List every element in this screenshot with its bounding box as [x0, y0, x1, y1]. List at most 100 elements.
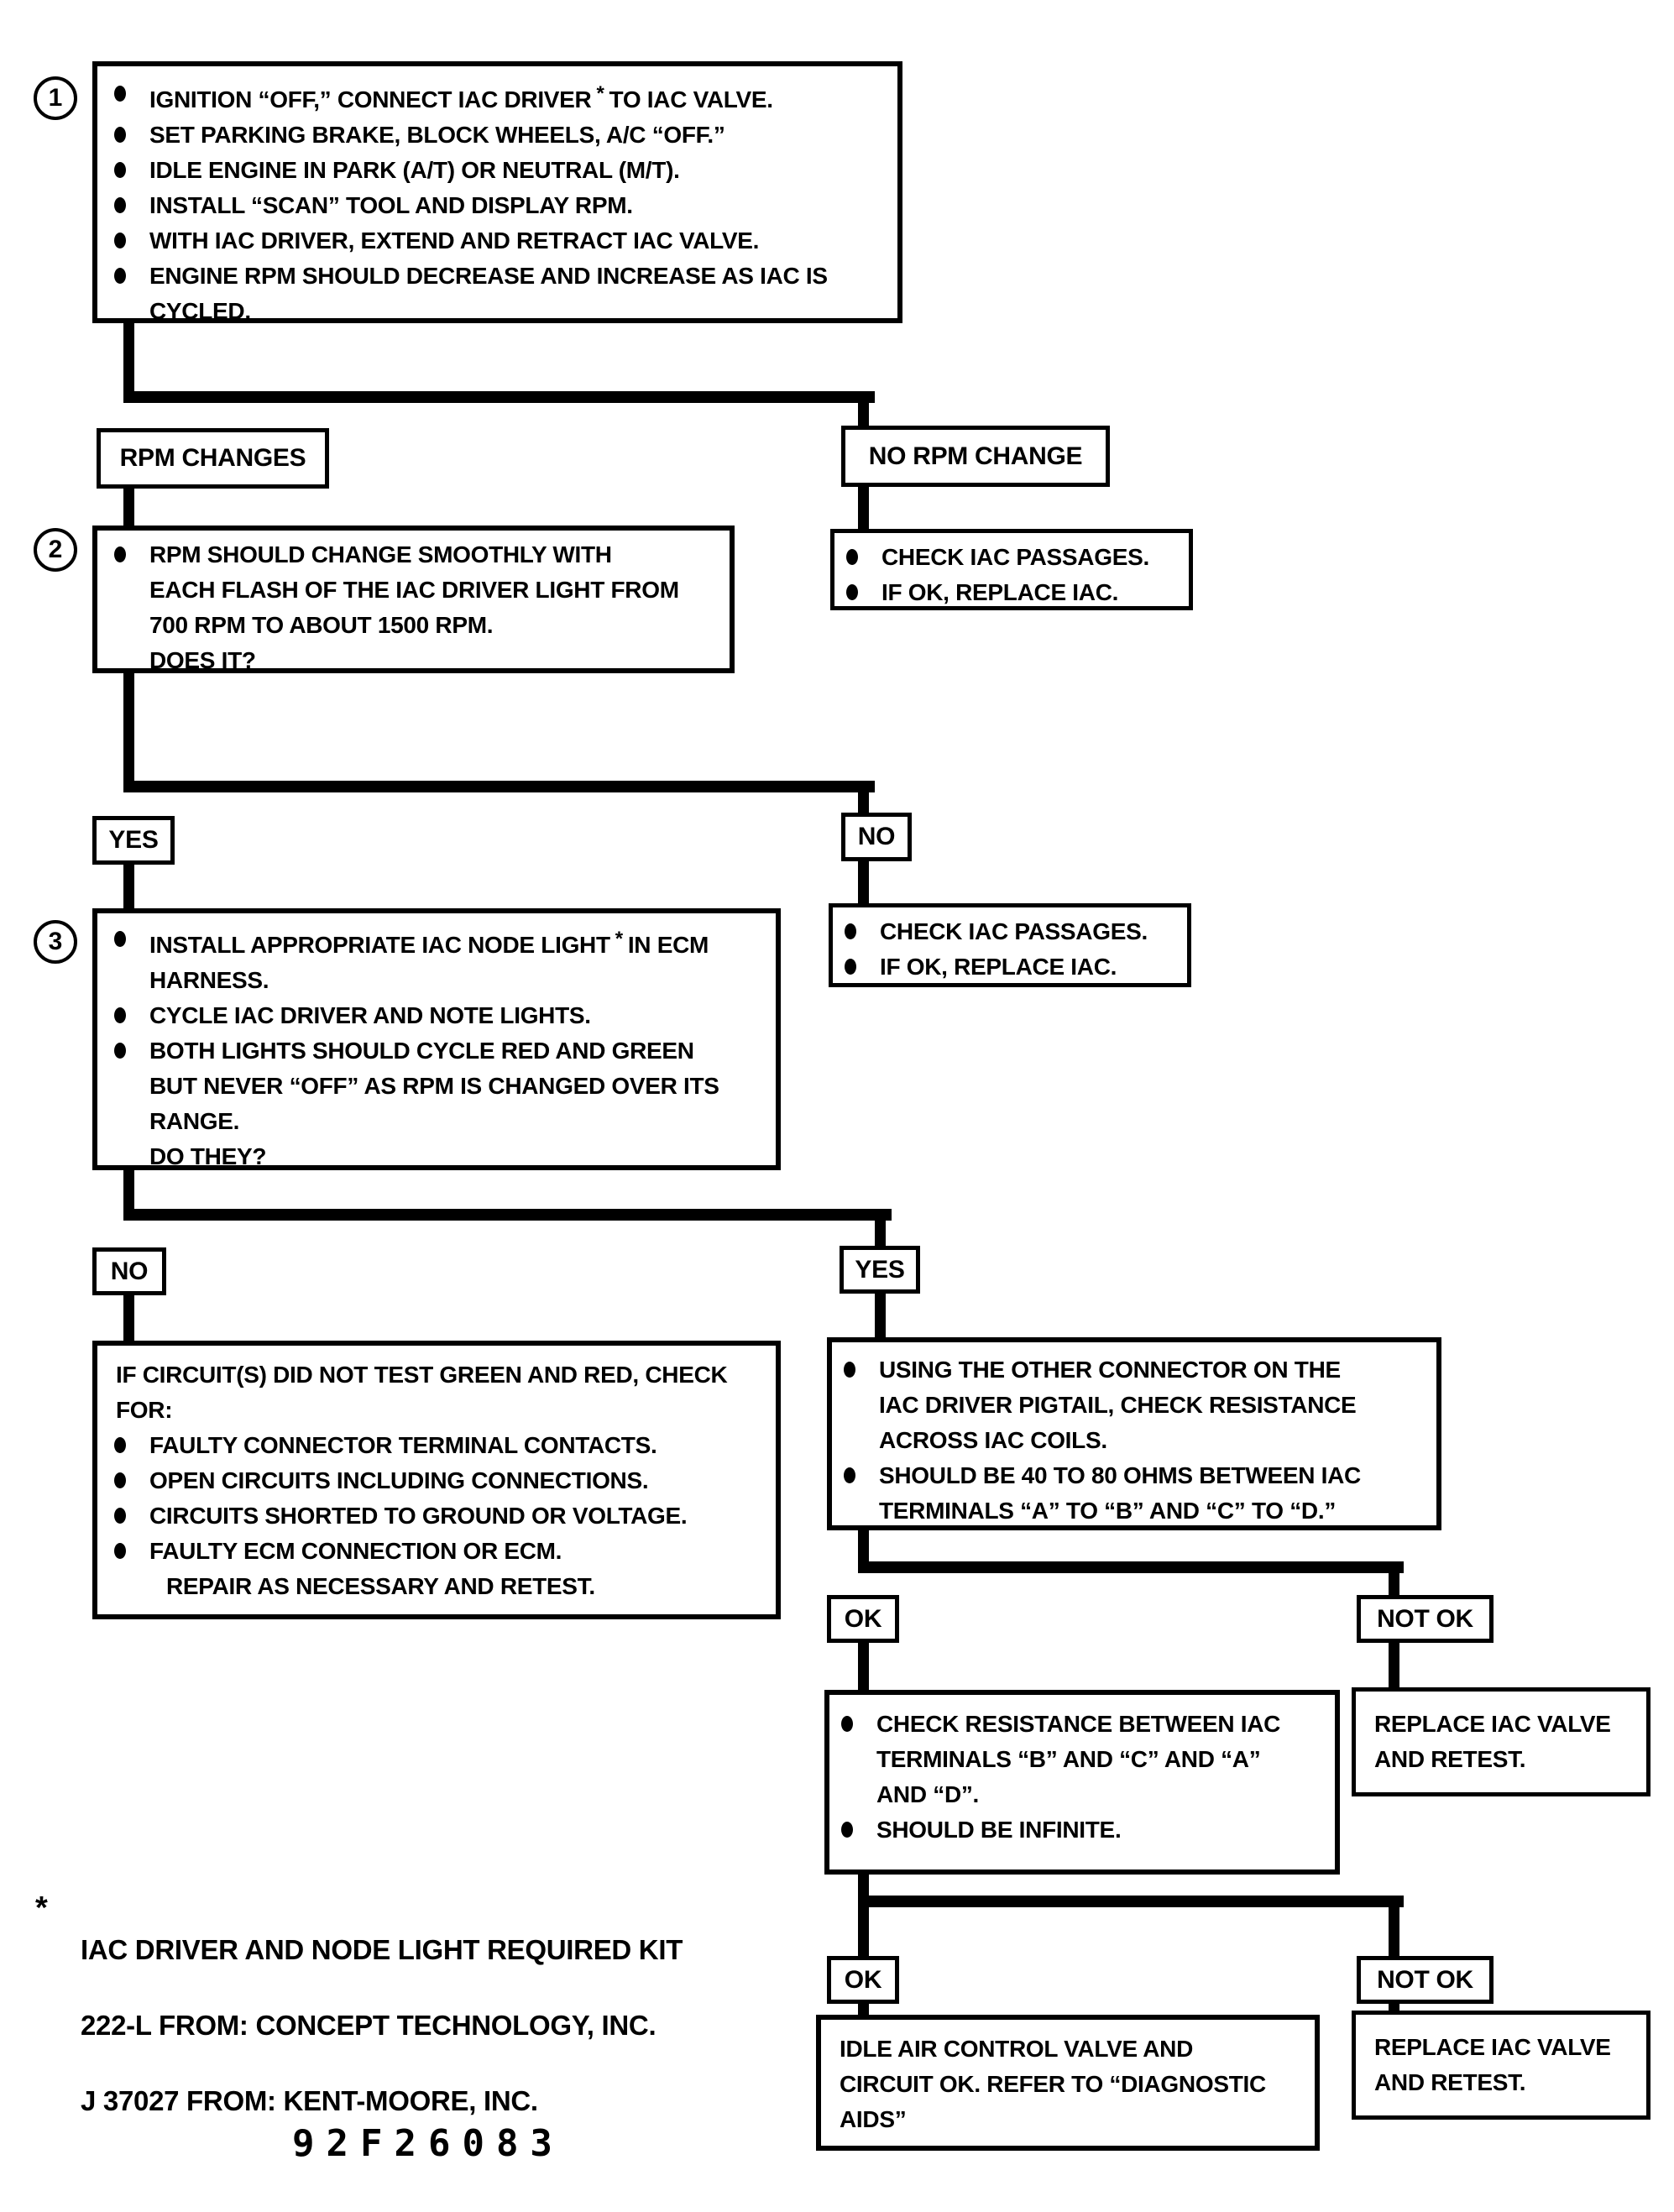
- bullet-item: FAULTY ECM CONNECTION OR ECM.: [114, 1534, 769, 1569]
- step-number-1: 1: [48, 84, 63, 112]
- idle-air-control-ok-text: IDLE AIR CONTROL VALVE AND CIRCUIT OK. R…: [840, 2036, 1266, 2132]
- replace-iac-valve-box-2: REPLACE IAC VALVE AND RETEST.: [1352, 2011, 1650, 2120]
- step3-instructions-box: INSTALL APPROPRIATE IAC NODE LIGHT*IN EC…: [92, 908, 781, 1170]
- bullet-item: IDLE ENGINE IN PARK (A/T) OR NEUTRAL (M/…: [114, 153, 891, 188]
- connector: [123, 1209, 892, 1221]
- infinite-check-bullet-list: CHECK RESISTANCE BETWEEN IAC TERMINALS “…: [829, 1695, 1335, 1848]
- bullet-dot: [846, 584, 858, 600]
- step2-question: DOES IT?: [149, 647, 256, 673]
- bullet-text: SHOULD BE INFINITE.: [876, 1817, 1122, 1843]
- footnote-asterisk: *: [35, 1890, 48, 1926]
- bullet-item: OPEN CIRCUITS INCLUDING CONNECTIONS.: [114, 1463, 769, 1498]
- figure-code: 92F26083: [292, 2122, 564, 2165]
- not-ok-label: NOT OK: [1377, 1965, 1473, 1994]
- bullet-text: INSTALL APPROPRIATE IAC NODE LIGHT*IN EC…: [149, 928, 709, 993]
- circuit-check-closing: REPAIR AS NECESSARY AND RETEST.: [166, 1573, 595, 1599]
- bullet-item: SHOULD BE 40 TO 80 OHMS BETWEEN IAC TERM…: [844, 1458, 1431, 1525]
- bullet-dot: [844, 1362, 855, 1378]
- bullet-dot: [114, 1508, 126, 1524]
- step-number-circle-2: 2: [34, 528, 77, 572]
- check-iac-passages-box-1: CHECK IAC PASSAGES. IF OK, REPLACE IAC.: [830, 529, 1193, 610]
- bullet-text: SET PARKING BRAKE, BLOCK WHEELS, A/C “OF…: [149, 122, 725, 148]
- bullet-text: RPM SHOULD CHANGE SMOOTHLY WITH EACH FLA…: [149, 541, 679, 638]
- rpm-changes-label: RPM CHANGES: [119, 444, 306, 472]
- connector: [858, 860, 869, 905]
- connector: [875, 1219, 886, 1247]
- connector: [123, 391, 875, 403]
- bullet-dot: [841, 1822, 853, 1838]
- bullet-text: CHECK IAC PASSAGES.: [881, 544, 1149, 570]
- bullet-dot: [114, 197, 126, 213]
- bullet-item: SHOULD BE INFINITE.: [841, 1812, 1330, 1848]
- bullet-text: CIRCUITS SHORTED TO GROUND OR VOLTAGE.: [149, 1503, 688, 1529]
- connector: [123, 323, 134, 395]
- bullet-text: SHOULD BE 40 TO 80 OHMS BETWEEN IAC TERM…: [879, 1462, 1361, 1524]
- footnote-line-3: J 37027 FROM: KENT-MOORE, INC.: [81, 2085, 538, 2116]
- bullet-dot: [114, 1437, 126, 1453]
- bullet-text: BOTH LIGHTS SHOULD CYCLE RED AND GREEN B…: [149, 1038, 719, 1134]
- bullet-dot: [114, 931, 126, 947]
- bullet-dot: [114, 1543, 126, 1559]
- connector: [1389, 1906, 1399, 1958]
- bullet-dot: [114, 127, 126, 143]
- connector: [858, 391, 869, 431]
- connector: [123, 1169, 134, 1212]
- yes-label-box-branch3: YES: [840, 1246, 920, 1294]
- bullet-dot: [114, 546, 126, 562]
- bullet-text: CYCLE IAC DRIVER AND NOTE LIGHTS.: [149, 1002, 591, 1028]
- check-iac-passages-box-2: CHECK IAC PASSAGES. IF OK, REPLACE IAC.: [829, 903, 1191, 987]
- bullet-dot: [846, 549, 858, 565]
- bullet-text: IF OK, REPLACE IAC.: [880, 954, 1117, 980]
- step2-bullet-list: RPM SHOULD CHANGE SMOOTHLY WITH EACH FLA…: [97, 531, 730, 643]
- idle-air-control-ok-box: IDLE AIR CONTROL VALVE AND CIRCUIT OK. R…: [816, 2015, 1320, 2151]
- bullet-text: WITH IAC DRIVER, EXTEND AND RETRACT IAC …: [149, 227, 760, 254]
- bullet-dot: [114, 268, 126, 284]
- bullet-text: IDLE ENGINE IN PARK (A/T) OR NEUTRAL (M/…: [149, 157, 680, 183]
- bullet-text: IF OK, REPLACE IAC.: [881, 579, 1119, 605]
- step3-question: DO THEY?: [149, 1143, 267, 1169]
- bullet-item: CHECK IAC PASSAGES.: [845, 914, 1182, 949]
- bullet-item: USING THE OTHER CONNECTOR ON THE IAC DRI…: [844, 1352, 1431, 1458]
- circuit-check-intro: IF CIRCUIT(S) DID NOT TEST GREEN AND RED…: [116, 1362, 728, 1423]
- circuit-check-box: IF CIRCUIT(S) DID NOT TEST GREEN AND RED…: [92, 1341, 781, 1619]
- bullet-dot: [845, 923, 856, 939]
- step2-instructions-box: RPM SHOULD CHANGE SMOOTHLY WITH EACH FLA…: [92, 526, 735, 673]
- bullet-item: INSTALL “SCAN” TOOL AND DISPLAY RPM.: [114, 188, 891, 223]
- ok-label-box-branch4: OK: [827, 1595, 899, 1643]
- step-number-2: 2: [48, 536, 63, 563]
- bullet-item: CHECK IAC PASSAGES.: [846, 540, 1184, 575]
- connector: [1389, 2002, 1399, 2013]
- bullet-item: ENGINE RPM SHOULD DECREASE AND INCREASE …: [114, 259, 891, 318]
- bullet-item: CHECK RESISTANCE BETWEEN IAC TERMINALS “…: [841, 1707, 1330, 1812]
- connector: [858, 1529, 869, 1566]
- connector: [875, 1292, 886, 1339]
- connector: [123, 1294, 134, 1342]
- bullet-item: FAULTY CONNECTOR TERMINAL CONTACTS.: [114, 1428, 769, 1463]
- connector: [1389, 1641, 1399, 1689]
- replace-iac-text: REPLACE IAC VALVE AND RETEST.: [1374, 1711, 1611, 1772]
- replace-iac-text: REPLACE IAC VALVE AND RETEST.: [1374, 2034, 1611, 2095]
- bullet-item: RPM SHOULD CHANGE SMOOTHLY WITH EACH FLA…: [114, 537, 723, 643]
- bullet-dot: [114, 1472, 126, 1488]
- bullet-item: IF OK, REPLACE IAC.: [845, 949, 1182, 983]
- bullet-dot: [114, 86, 126, 102]
- step1-instructions-box: IGNITION “OFF,” CONNECT IAC DRIVER*TO IA…: [92, 61, 902, 323]
- step-number-3: 3: [48, 928, 63, 955]
- footnote-asterisk-ref: *: [596, 82, 604, 105]
- connector: [858, 1896, 1404, 1907]
- yes-label: YES: [108, 826, 159, 854]
- footnote: * IAC DRIVER AND NODE LIGHT REQUIRED KIT…: [35, 1890, 808, 2157]
- no-label: NO: [110, 1257, 149, 1285]
- bullet-item: INSTALL APPROPRIATE IAC NODE LIGHT*IN EC…: [114, 922, 769, 998]
- bullet-item: CIRCUITS SHORTED TO GROUND OR VOLTAGE.: [114, 1498, 769, 1534]
- bullet-item: IGNITION “OFF,” CONNECT IAC DRIVER*TO IA…: [114, 76, 891, 118]
- yes-label-box-branch2: YES: [92, 816, 175, 865]
- connector: [858, 2002, 869, 2017]
- not-ok-label-box-branch5: NOT OK: [1357, 1956, 1494, 2004]
- not-ok-label-box-branch4: NOT OK: [1357, 1595, 1494, 1643]
- bullet-text: CHECK RESISTANCE BETWEEN IAC TERMINALS “…: [876, 1711, 1281, 1807]
- bullet-dot: [114, 1043, 126, 1059]
- step-number-circle-3: 3: [34, 920, 77, 964]
- connector: [123, 781, 875, 792]
